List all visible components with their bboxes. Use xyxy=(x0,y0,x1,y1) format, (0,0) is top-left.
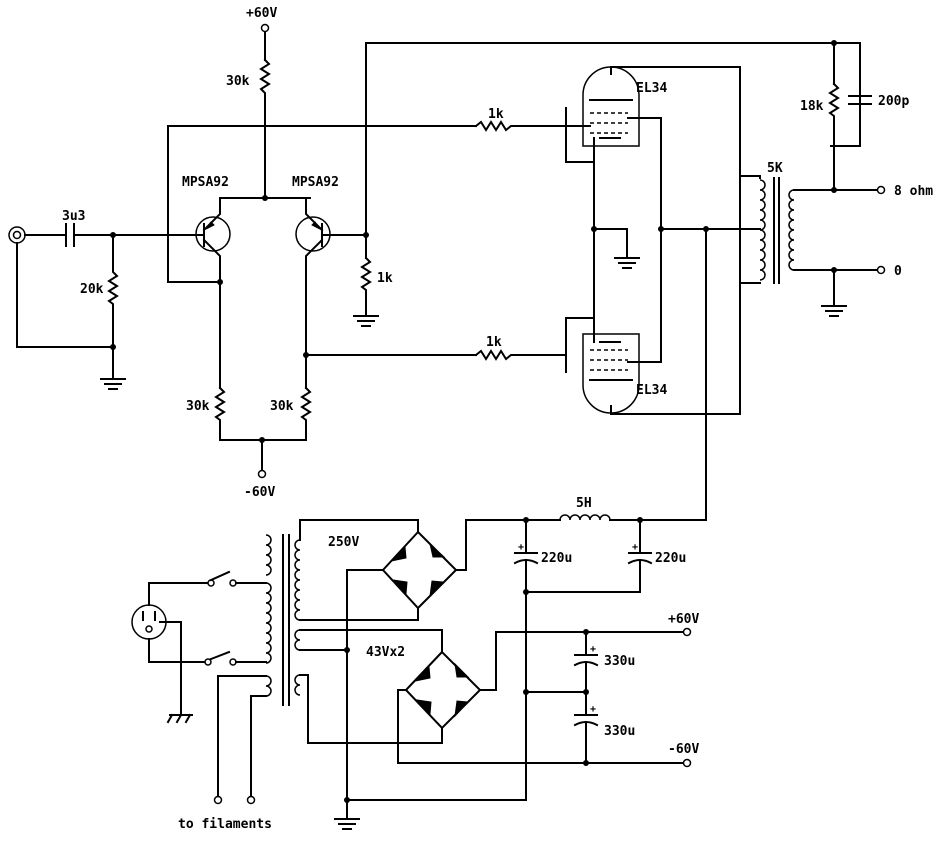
base-ground-symbol xyxy=(353,315,379,327)
output-transformer-symbol xyxy=(739,175,795,284)
label-minus60-psu: -60V xyxy=(668,742,699,757)
grid-resistor-bottom xyxy=(474,349,567,361)
label-c-in: 3u3 xyxy=(62,209,85,224)
feedback-resistor xyxy=(828,82,840,191)
cathode-ground-symbol xyxy=(614,257,640,269)
label-filaments: to filaments xyxy=(178,817,272,832)
label-q2: MPSA92 xyxy=(292,175,339,190)
label-choke: 5H xyxy=(576,496,592,511)
input-resistor xyxy=(107,234,119,348)
svg-text:+: + xyxy=(590,704,596,715)
filter-choke-symbol xyxy=(559,514,611,521)
label-r-feedback: 18k xyxy=(800,99,824,114)
label-r-col-left: 30k xyxy=(186,399,210,414)
label-r-grid-bottom: 1k xyxy=(486,335,502,350)
label-r-base: 1k xyxy=(377,271,393,286)
tube-top-symbol xyxy=(582,66,640,147)
label-c330a: 330u xyxy=(604,654,635,669)
q1-transistor-symbol xyxy=(195,197,231,283)
label-r-in: 20k xyxy=(80,282,104,297)
label-r-tail: 30k xyxy=(226,74,250,89)
base-resistor xyxy=(360,256,372,316)
label-plus60-top: +60V xyxy=(246,6,277,21)
bridge-rectifier-43v xyxy=(404,650,482,730)
svg-text:+: + xyxy=(590,644,596,655)
mains-ground-symbol xyxy=(166,713,193,724)
psu-ground-symbol xyxy=(334,818,360,830)
collector-resistor-left xyxy=(214,386,226,441)
tail-resistor xyxy=(259,58,271,199)
label-output-transformer: 5K xyxy=(767,161,783,176)
label-r-col-right: 30k xyxy=(270,399,294,414)
label-out-8ohm: 8 ohm xyxy=(894,184,933,199)
bridge-rectifier-250v xyxy=(381,530,458,610)
mains-transformer-symbol xyxy=(265,534,301,706)
label-c220b: 220u xyxy=(655,551,686,566)
label-43v: 43Vx2 xyxy=(366,645,405,660)
label-c220a: 220u xyxy=(541,551,572,566)
svg-text:+: + xyxy=(518,542,524,553)
input-capacitor xyxy=(65,223,75,247)
svg-text:+: + xyxy=(632,542,638,553)
output-ground-symbol xyxy=(821,305,847,317)
grid-resistor-top xyxy=(474,120,567,132)
label-r-grid-top: 1k xyxy=(488,107,504,122)
input-ground-symbol xyxy=(100,378,126,390)
tube-bottom-symbol xyxy=(582,333,640,414)
label-tube-top: EL34 xyxy=(636,81,667,96)
q2-transistor-symbol xyxy=(295,197,367,356)
label-c-feedback: 200p xyxy=(878,94,909,109)
mains-switch-top xyxy=(207,570,237,587)
label-q1: MPSA92 xyxy=(182,175,229,190)
input-jack xyxy=(8,226,26,244)
label-minus60-top: -60V xyxy=(244,485,275,500)
label-250v: 250V xyxy=(328,535,359,550)
label-c330b: 330u xyxy=(604,724,635,739)
mains-switch-bottom xyxy=(204,650,237,666)
label-plus60-psu: +60V xyxy=(668,612,699,627)
label-out-0: 0 xyxy=(894,264,902,279)
collector-resistor-right xyxy=(300,386,312,441)
label-tube-bottom: EL34 xyxy=(636,383,667,398)
